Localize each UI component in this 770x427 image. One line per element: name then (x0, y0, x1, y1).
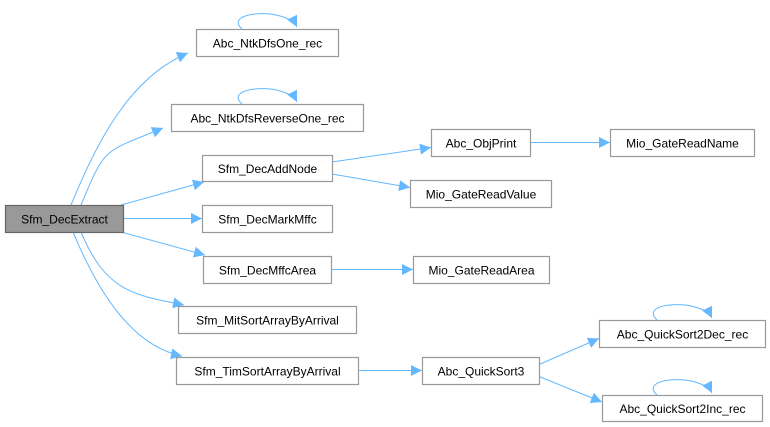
edge-qs2dec-to-qs2dec (653, 304, 713, 321)
edge-root-to-dfsrev (80, 127, 164, 206)
node-dfsrev[interactable]: Abc_NtkDfsReverseOne_rec (170, 103, 365, 133)
node-readvalue[interactable]: Mio_GateReadValue (409, 179, 553, 209)
edge-root-to-timsort (72, 231, 183, 360)
node-timsort[interactable]: Sfm_TimSortArrayByArrival (175, 356, 360, 386)
node-readname[interactable]: Mio_GateReadName (609, 128, 756, 158)
node-label: Abc_ObjPrint (446, 137, 517, 151)
node-label: Sfm_MitSortArrayByArrival (196, 314, 339, 328)
edge-root-to-dfsone (70, 52, 189, 206)
node-label: Abc_QuickSort3 (438, 365, 525, 379)
node-qs2dec[interactable]: Abc_QuickSort2Dec_rec (598, 319, 767, 349)
node-box (609, 128, 756, 158)
node-box (421, 356, 541, 386)
edge-dfsone-to-dfsone (238, 13, 298, 30)
node-dfsone[interactable]: Abc_NtkDfsOne_rec (195, 28, 340, 58)
node-label: Sfm_DecMarkMffc (218, 213, 316, 227)
node-qs2inc[interactable]: Abc_QuickSort2Inc_rec (601, 394, 764, 423)
node-objprint[interactable]: Abc_ObjPrint (430, 128, 532, 158)
node-box (175, 356, 360, 386)
edge-root-to-mitsort (80, 231, 185, 309)
edge-dfsrev-to-dfsrev (238, 88, 298, 105)
node-label: Abc_QuickSort2Inc_rec (619, 402, 745, 416)
node-label: Abc_QuickSort2Dec_rec (617, 328, 748, 342)
edge-qs3-to-qs2dec (538, 337, 600, 365)
node-label: Mio_GateReadValue (426, 188, 537, 202)
node-box (598, 319, 767, 349)
node-label: Mio_GateReadName (626, 137, 739, 151)
node-addnode[interactable]: Sfm_DecAddNode (201, 154, 334, 183)
edge-qs3-to-qs2inc (538, 376, 603, 403)
node-box (177, 305, 358, 335)
node-box (601, 394, 764, 423)
node-label: Sfm_DecAddNode (218, 162, 318, 176)
edge-addnode-to-readvalue (331, 173, 411, 192)
node-qs3[interactable]: Abc_QuickSort3 (421, 356, 541, 386)
node-label: Abc_NtkDfsOne_rec (213, 37, 322, 51)
edge-qs2inc-to-qs2inc (653, 379, 713, 396)
node-box (4, 204, 125, 234)
node-label: Sfm_TimSortArrayByArrival (194, 365, 340, 379)
node-readarea[interactable]: Mio_GateReadArea (412, 255, 551, 285)
node-root[interactable]: Sfm_DecExtract (4, 204, 125, 234)
node-box (202, 255, 333, 285)
node-label: Abc_NtkDfsReverseOne_rec (190, 112, 344, 126)
node-box (170, 103, 365, 133)
node-mffcarea[interactable]: Sfm_DecMffcArea (202, 255, 333, 285)
node-label: Mio_GateReadArea (428, 264, 534, 278)
node-box (195, 28, 340, 58)
node-mitsort[interactable]: Sfm_MitSortArrayByArrival (177, 305, 358, 335)
node-box (412, 255, 551, 285)
node-box (430, 128, 532, 158)
node-box (201, 204, 334, 234)
node-box (409, 179, 553, 209)
node-label: Sfm_DecExtract (21, 213, 108, 227)
node-markmffc[interactable]: Sfm_DecMarkMffc (201, 204, 334, 234)
edge-root-to-addnode (120, 179, 205, 206)
node-box (201, 154, 334, 183)
node-label: Sfm_DecMffcArea (219, 264, 316, 278)
edge-addnode-to-objprint (331, 143, 432, 163)
edge-root-to-mffcarea (120, 231, 206, 258)
